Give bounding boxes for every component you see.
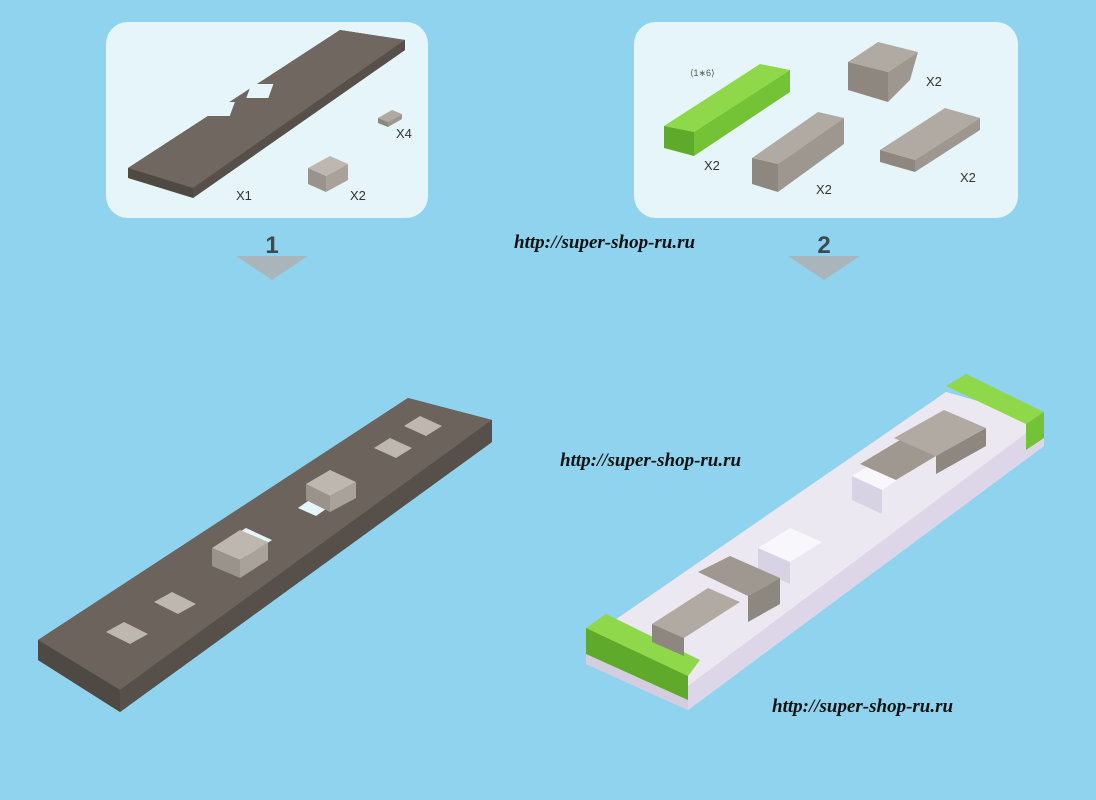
baseplate-qty: X1	[236, 188, 252, 203]
slope-brick-qty: X2	[926, 74, 942, 89]
gray-brick-part-illustration	[752, 112, 844, 192]
baseplate-part-illustration	[128, 30, 405, 198]
square-brick-qty: X2	[350, 188, 366, 203]
brick-size-label: ⟨1∗6⟩	[690, 68, 715, 78]
slope-brick-part-illustration	[848, 42, 918, 102]
green-brick-qty: X2	[704, 158, 720, 173]
square-brick-part-illustration	[308, 156, 348, 192]
green-brick-part-illustration	[664, 64, 790, 156]
gray-brick-qty: X2	[816, 182, 832, 197]
step2-assembly-illustration	[586, 374, 1044, 710]
watermark-url-middle[interactable]: http://super-shop-ru.ru	[560, 450, 742, 471]
small-tile-qty: X4	[396, 126, 412, 141]
watermark-url-bottom[interactable]: http://super-shop-ru.ru	[772, 696, 954, 717]
step1-number: 1	[265, 232, 279, 259]
step1-arrow-icon	[236, 256, 308, 280]
gray-plate-qty: X2	[960, 170, 976, 185]
step2-arrow-icon	[788, 256, 860, 280]
watermark-url-top[interactable]: http://super-shop-ru.ru	[514, 232, 696, 253]
small-tile-part-illustration	[378, 110, 402, 127]
step1-assembly-illustration	[38, 398, 492, 712]
step2-number: 2	[817, 232, 831, 259]
gray-plate-part-illustration	[880, 108, 980, 172]
